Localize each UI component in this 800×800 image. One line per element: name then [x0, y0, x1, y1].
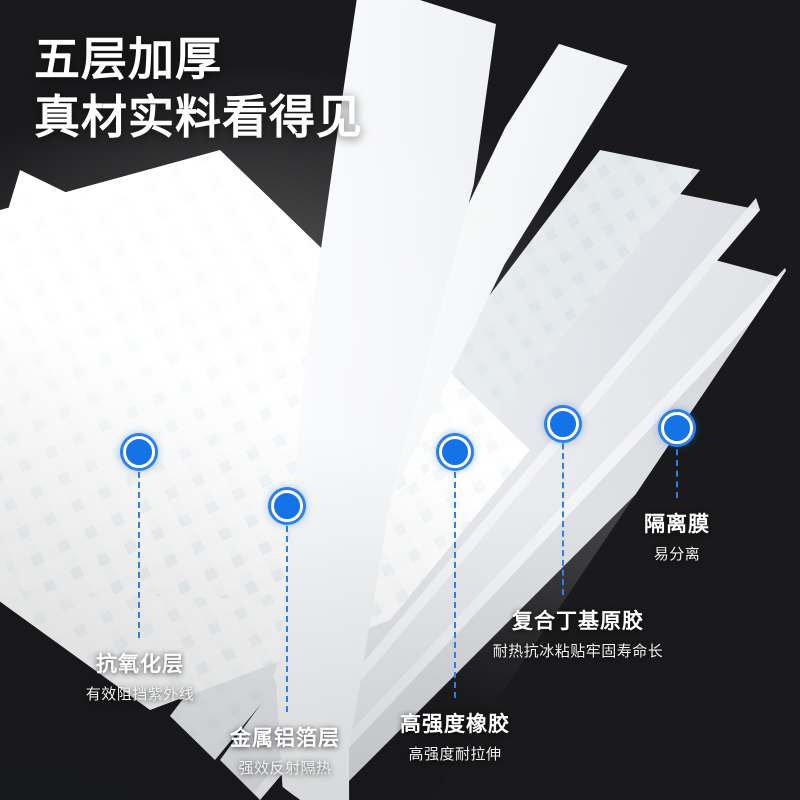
callout-leader-line-aluminium-foil — [286, 506, 288, 712]
headline-line-2: 真材实料看得见 — [34, 90, 363, 143]
poster-headline: 五层加厚 真材实料看得见 — [34, 33, 363, 143]
callout-title-aluminium-foil: 金属铝箔层 — [230, 727, 340, 750]
callout-marker-icon-aluminium-foil[interactable] — [271, 490, 303, 522]
callout-title-butyl-glue: 复合丁基原胶 — [511, 610, 644, 633]
callout-leader-line-high-strength-rubber — [454, 452, 456, 698]
callout-text-butyl-glue: 复合丁基原胶耐热抗冰粘贴牢固寿命长 — [493, 605, 664, 661]
callout-leader-line-anti-oxidation — [138, 452, 140, 638]
callout-subtitle-release-film: 易分离 — [653, 546, 701, 563]
callout-marker-icon-butyl-glue[interactable] — [547, 408, 579, 440]
callout-subtitle-aluminium-foil: 强效反射隔热 — [238, 760, 332, 777]
callout-text-aluminium-foil: 金属铝箔层强效反射隔热 — [230, 722, 340, 778]
callout-subtitle-high-strength-rubber: 高强度耐拉伸 — [408, 746, 502, 763]
callout-marker-icon-release-film[interactable] — [661, 412, 693, 444]
callout-title-release-film: 隔离膜 — [644, 513, 710, 536]
callout-text-high-strength-rubber: 高强度橡胶高强度耐拉伸 — [400, 708, 510, 764]
callout-subtitle-butyl-glue: 耐热抗冰粘贴牢固寿命长 — [492, 643, 664, 660]
callout-text-release-film: 隔离膜易分离 — [644, 508, 710, 564]
headline-line-1: 五层加厚 — [34, 33, 222, 85]
callout-text-anti-oxidation: 抗氧化层有效阻挡紫外线 — [86, 648, 195, 704]
callout-marker-icon-high-strength-rubber[interactable] — [439, 436, 471, 468]
callout-leader-line-butyl-glue — [562, 424, 564, 595]
callout-subtitle-anti-oxidation: 有效阻挡紫外线 — [85, 686, 195, 703]
callout-title-anti-oxidation: 抗氧化层 — [95, 653, 184, 676]
callout-marker-icon-anti-oxidation[interactable] — [123, 436, 155, 468]
callout-title-high-strength-rubber: 高强度橡胶 — [400, 713, 510, 736]
callout-leader-line-release-film — [676, 428, 678, 498]
